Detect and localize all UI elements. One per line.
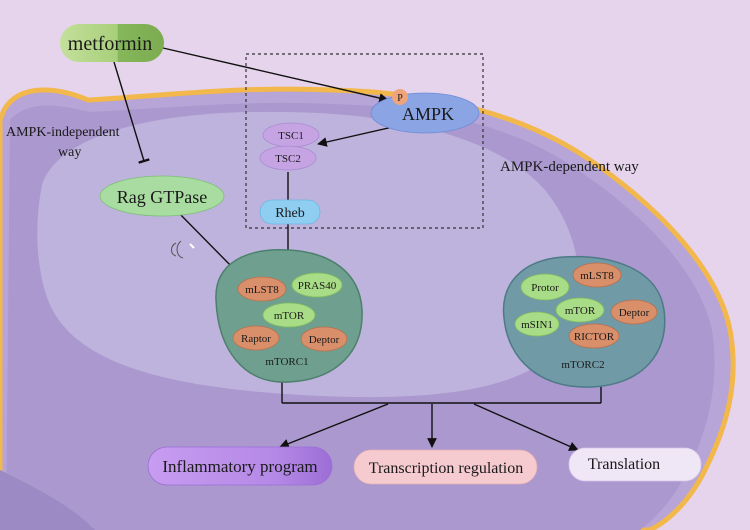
ampk-dependent-box (245, 53, 484, 229)
mtorc1-raptor-label: Raptor (241, 333, 271, 345)
mtorc1-deptor (300, 326, 348, 352)
mtorc1-pras40 (291, 272, 343, 298)
arrow-metformin-to-ampk (162, 47, 389, 103)
mtorc2-mlst8-label: mLST8 (580, 270, 614, 282)
ampk-node: AMPK P (370, 89, 480, 134)
mtorc1-complex: mLST8 PRAS40 mTOR Raptor Deptor mTORC1 (215, 249, 363, 383)
output-inflammatory: Inflammatory program (147, 446, 333, 486)
mtorc1-title: mTORC1 (265, 356, 308, 368)
ampk-label: AMPK (402, 104, 454, 124)
mtorc2-mtor-label: mTOR (565, 305, 596, 317)
mtorc1-pras40-label: PRAS40 (298, 280, 337, 292)
mtorc2-mtor (555, 297, 605, 323)
blocked-transport-icon (171, 240, 195, 259)
mtorc2-deptor (610, 299, 658, 325)
mtorc2-msin1-label: mSIN1 (521, 319, 553, 331)
inflammatory-label: Inflammatory program (162, 457, 317, 476)
tsc2-label: TSC2 (275, 153, 301, 165)
inhibition-metformin-to-rag (113, 61, 150, 164)
mtorc1-mtor (262, 302, 316, 328)
ampk-independent-label-line2: way (58, 145, 81, 160)
mtorc2-msin1 (514, 311, 560, 337)
output-transcription: Transcription regulation (353, 449, 538, 485)
mtorc1-mtor-label: mTOR (274, 310, 305, 322)
mtorc2-rictor-label: RICTOR (574, 331, 615, 343)
tsc1-label: TSC1 (278, 130, 304, 142)
tsc2-node (259, 145, 317, 171)
translation-label: Translation (588, 456, 660, 473)
ampk-dependent-label: AMPK-dependent way (500, 159, 639, 175)
transcription-label: Transcription regulation (369, 460, 524, 477)
mtorc2-complex: Protor mLST8 mTOR Deptor mSIN1 RICTOR mT… (502, 255, 666, 388)
phospho-label: P (397, 93, 403, 104)
mtorc2-protor-label: Protor (531, 282, 559, 294)
mtorc2-rictor (568, 323, 620, 349)
mtorc1-deptor-label: Deptor (309, 334, 340, 346)
mtorc2-protor (520, 273, 570, 301)
ampk-independent-label-line1: AMPK-independent (6, 125, 120, 140)
rheb-label: Rheb (275, 206, 305, 221)
tsc-complex: TSC1 TSC2 (259, 122, 320, 171)
metformin-label: metformin (68, 33, 152, 55)
arrow-to-inflammatory (279, 403, 389, 449)
mtorc2-title: mTORC2 (561, 359, 604, 371)
arrow-to-translation (473, 403, 579, 451)
rag-gtpase-label: Rag GTPase (117, 187, 207, 207)
phospho-badge (392, 89, 408, 105)
metformin-node: metformin (60, 24, 164, 62)
mtorc1-mlst8-label: mLST8 (245, 284, 279, 296)
rag-gtpase-node: Rag GTPase (99, 175, 225, 217)
mtorc1-mlst8 (237, 276, 287, 302)
mtorc1-raptor (232, 325, 280, 351)
cell-corner-shade (0, 470, 95, 530)
arrow-rag-to-mtorc1 (171, 205, 238, 273)
connectors (113, 47, 602, 451)
output-translation: Translation (568, 447, 702, 482)
rheb-node: Rheb (259, 199, 321, 225)
mtorc2-deptor-label: Deptor (619, 307, 650, 319)
mtorc2-mlst8 (572, 262, 622, 288)
